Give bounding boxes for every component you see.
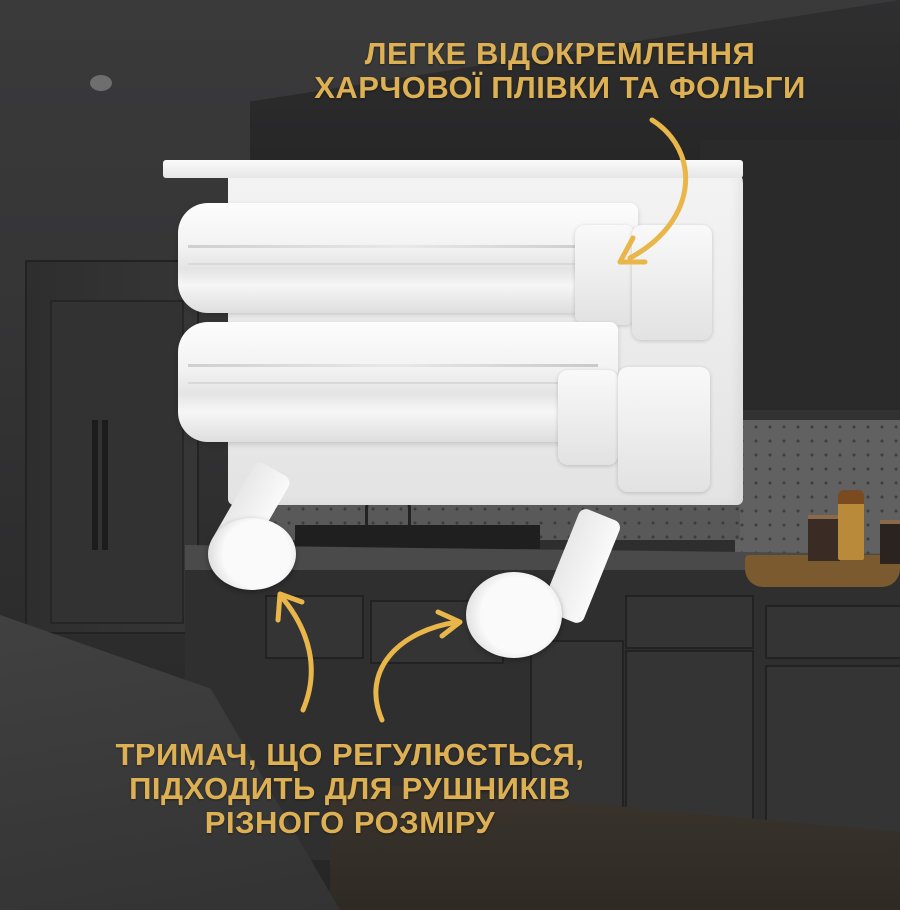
cabinet-drawer [765,605,900,659]
jar [880,520,900,564]
film-roll-compartment [178,203,638,313]
roll-slit [188,245,618,248]
foil-roll-compartment [178,322,618,442]
caption-line: ПІДХОДИТЬ ДЛЯ РУШНИКІВ [129,771,571,807]
foil-cutter-slider [558,370,618,465]
bottle [838,490,864,560]
caption-line: ЛЕГКЕ ВІДОКРЕМЛЕННЯ [364,36,756,71]
dispenser-top-shelf [163,160,743,178]
caption-film-foil-separation: ЛЕГКЕ ВІДОКРЕМЛЕННЯ ХАРЧОВОЇ ПЛІВКИ ТА Ф… [300,36,820,106]
caption-line: РІЗНОГО РОЗМІРУ [204,805,496,841]
towel-holder-knob-right [466,572,562,658]
roll-slit [188,263,618,265]
roll-end-cap [618,367,710,492]
cabinet-drawer [265,595,364,659]
roll-end-cap [632,225,712,340]
roll-slit [188,364,598,367]
refrigerator-handle [102,420,108,550]
stove-grate [295,525,540,549]
roll-slit [188,382,598,384]
ceiling-light [90,75,112,91]
cabinet-drawer [625,595,754,649]
refrigerator-handle [92,420,98,550]
jar [808,515,840,561]
refrigerator-door [50,300,184,624]
film-cutter-slider [575,225,635,325]
caption-line: ТРИМАЧ, ЩО РЕГУЛЮЄТЬСЯ, [115,737,585,772]
towel-holder-knob-left [208,518,296,590]
caption-line: ХАРЧОВОЇ ПЛІВКИ ТА ФОЛЬГИ [314,70,806,106]
cabinet-door [765,665,900,849]
caption-adjustable-holder: ТРИМАЧ, ЩО РЕГУЛЮЄТЬСЯ, ПІДХОДИТЬ ДЛЯ РУ… [100,737,600,841]
cabinet-door [625,650,754,824]
